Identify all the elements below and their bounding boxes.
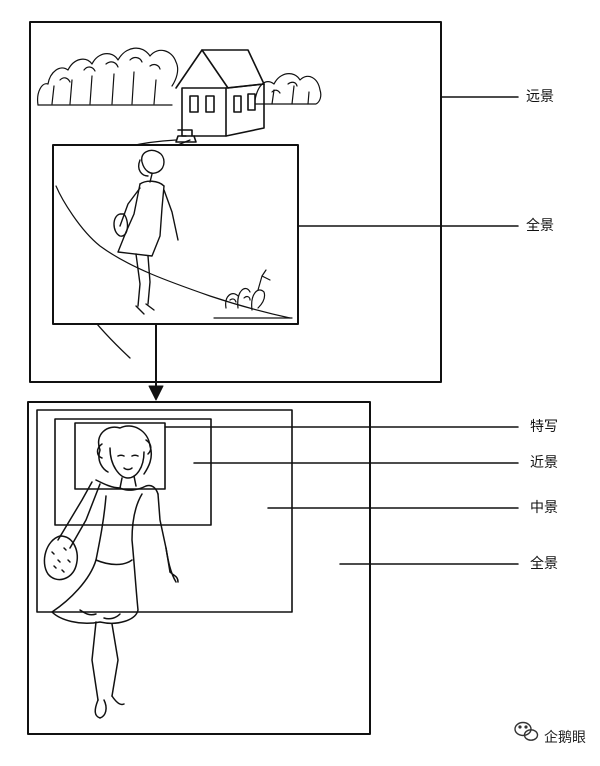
label-near-shot: 近景 xyxy=(530,455,558,471)
woman-portrait-illustration xyxy=(43,425,179,719)
closeup-frame xyxy=(74,422,166,490)
label-far-shot: 远景 xyxy=(526,89,554,105)
watermark-text: 企鹅眼 xyxy=(544,730,586,746)
full-shot-frame-bottom xyxy=(27,401,371,735)
arrow-down-icon xyxy=(148,385,164,401)
watermark: 企鹅眼 xyxy=(544,727,586,747)
full-shot-frame-top xyxy=(52,144,299,325)
plant-illustration xyxy=(213,269,293,319)
label-closeup: 特写 xyxy=(530,419,558,435)
house-illustration xyxy=(175,49,265,143)
far-shot-frame xyxy=(29,21,442,383)
trees-illustration xyxy=(37,47,322,106)
label-full-shot-bottom: 全景 xyxy=(530,556,558,572)
near-shot-frame xyxy=(54,418,212,526)
medium-shot-frame xyxy=(36,409,293,613)
woman-walking-illustration xyxy=(113,149,179,315)
label-medium-shot: 中景 xyxy=(530,500,558,516)
path-inside-frame xyxy=(55,185,291,319)
wechat-icon xyxy=(514,721,539,741)
label-full-shot-top: 全景 xyxy=(526,218,554,234)
